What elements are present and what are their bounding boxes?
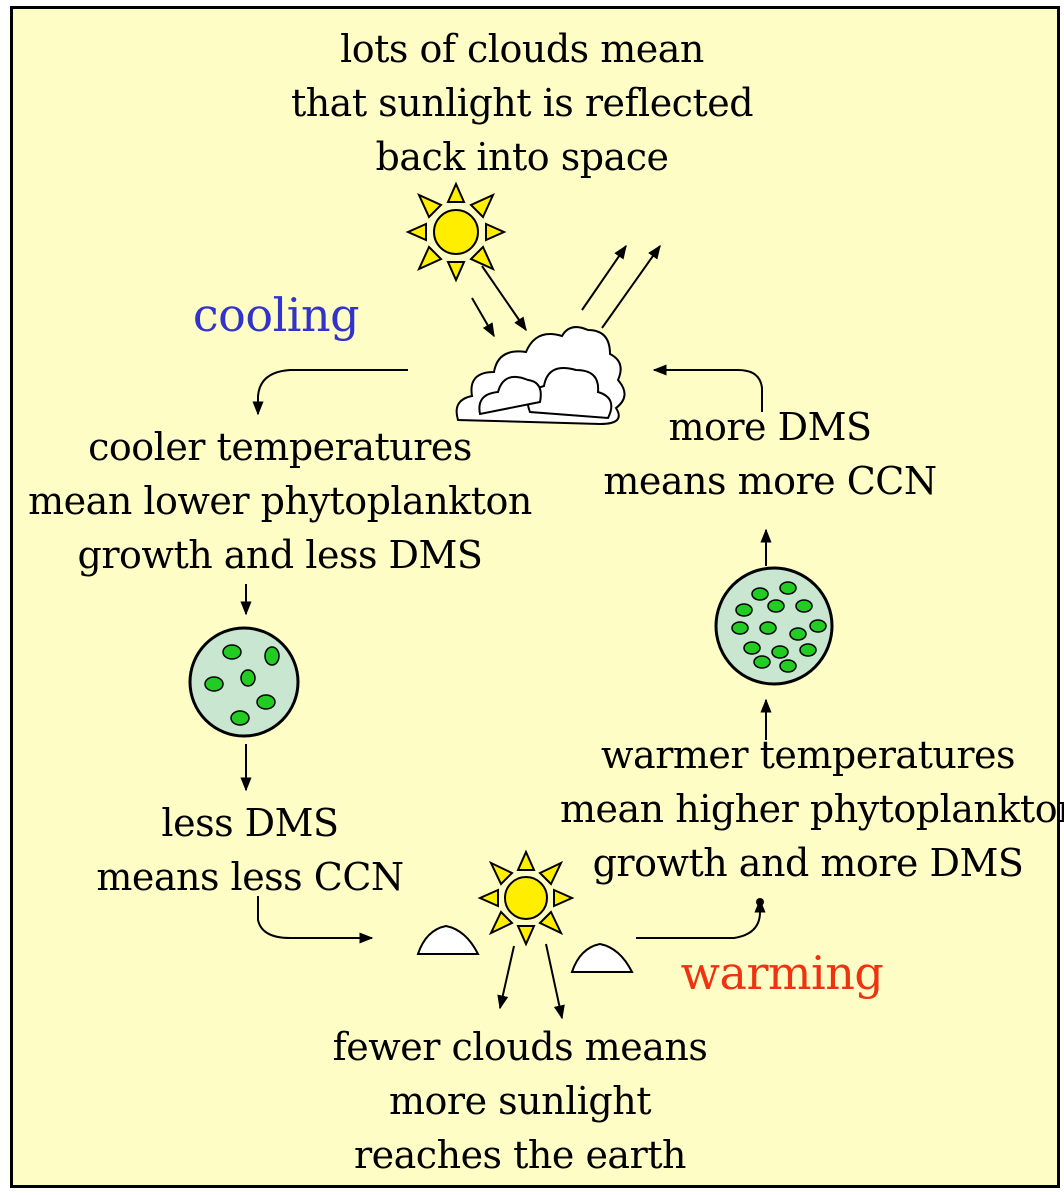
less-dms-line: means less CCN — [96, 855, 404, 899]
less-dms-caption: less DMS means less CCN — [90, 796, 410, 904]
arrow-icon — [471, 297, 495, 338]
bottom-caption-line: fewer clouds means — [332, 1025, 708, 1069]
warmer-caption-line: warmer temperatures — [601, 733, 1015, 777]
arrow-icon — [257, 896, 374, 944]
sun-icon — [477, 849, 575, 947]
arrow-icon — [252, 369, 408, 416]
more-dms-line: means more CCN — [603, 459, 937, 503]
cloud-icon — [416, 924, 480, 955]
arrow-icon — [652, 364, 763, 412]
bottom-caption-line: more sunlight — [389, 1079, 651, 1123]
arrow-icon — [636, 898, 766, 939]
top-caption-line: back into space — [375, 135, 669, 179]
top-caption-line: that sunlight is reflected — [290, 81, 754, 125]
diagram-frame — [10, 6, 1060, 1188]
arrow-icon — [497, 945, 515, 1010]
arrow-icon — [601, 244, 661, 329]
top-caption: lots of clouds mean that sunlight is ref… — [262, 22, 782, 184]
connector-dot — [756, 898, 764, 906]
bottom-caption-line: reaches the earth — [354, 1133, 687, 1177]
warming-label: warming — [680, 946, 884, 1000]
cooler-caption-line: mean lower phytoplankton — [28, 479, 532, 523]
bottom-caption: fewer clouds means more sunlight reaches… — [300, 1020, 740, 1182]
sun-rays — [405, 181, 507, 283]
cooling-label: cooling — [192, 288, 360, 342]
more-dms-line: more DMS — [668, 405, 872, 449]
warmer-caption-line: growth and more DMS — [592, 841, 1024, 885]
arrow-icon — [481, 265, 527, 332]
less-dms-line: less DMS — [161, 801, 339, 845]
arrow-icon — [581, 244, 627, 311]
cooler-caption: cooler temperatures mean lower phytoplan… — [20, 420, 540, 582]
arrow-icon — [545, 943, 565, 1020]
warmer-caption-line: mean higher phytoplankton — [560, 787, 1064, 831]
phytoplankton-icon — [714, 566, 834, 686]
cooler-caption-line: growth and less DMS — [77, 533, 483, 577]
cooler-caption-line: cooler temperatures — [88, 425, 472, 469]
warmer-caption: warmer temperatures mean higher phytopla… — [560, 728, 1064, 890]
phytoplankton-icon — [188, 626, 300, 738]
cloud-icon — [455, 326, 626, 426]
sun-icon — [405, 181, 507, 283]
more-dms-caption: more DMS means more CCN — [590, 400, 950, 508]
cloud-icon — [570, 942, 634, 973]
top-caption-line: lots of clouds mean — [340, 27, 704, 71]
